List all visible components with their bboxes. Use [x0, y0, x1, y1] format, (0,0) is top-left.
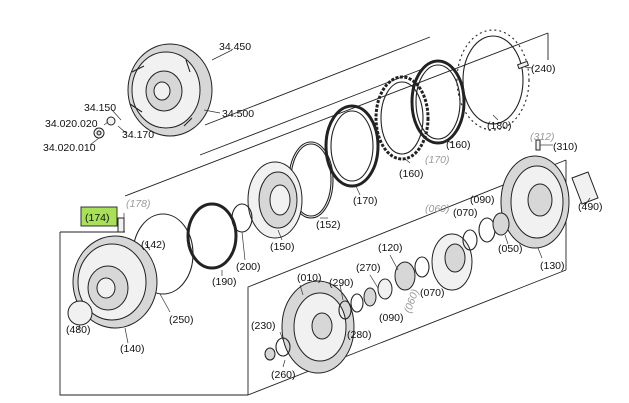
label-490[interactable]: (490)	[578, 201, 603, 213]
label-34-500[interactable]: 34.500	[222, 108, 254, 120]
leader-lines	[77, 49, 591, 368]
label-070-a[interactable]: (070)	[453, 207, 478, 219]
label-260[interactable]: (260)	[271, 369, 296, 381]
label-140[interactable]: (140)	[120, 343, 145, 355]
label-280[interactable]: (280)	[347, 329, 372, 341]
label-270[interactable]: (270)	[356, 262, 381, 274]
label-142[interactable]: (142)	[141, 239, 166, 251]
label-090-b[interactable]: (090)	[379, 312, 404, 324]
label-160-b[interactable]: (160)	[399, 168, 424, 180]
label-010[interactable]: (010)	[297, 272, 322, 284]
label-200[interactable]: (200)	[236, 261, 261, 273]
label-152[interactable]: (152)	[316, 219, 341, 231]
label-34-020-020[interactable]: 34.020.020	[45, 118, 98, 130]
converter-housing-top	[93, 43, 213, 139]
label-250[interactable]: (250)	[169, 314, 194, 326]
label-180[interactable]: (180)	[487, 120, 512, 132]
label-160-a[interactable]: (160)	[446, 139, 471, 151]
label-34-020-010[interactable]: 34.020.010	[43, 142, 96, 154]
label-170-b[interactable]: (170)	[353, 195, 378, 207]
label-170-a[interactable]: (170)	[425, 154, 450, 166]
label-240[interactable]: (240)	[531, 63, 556, 75]
label-312[interactable]: (312)	[530, 131, 555, 143]
label-178[interactable]: (178)	[126, 198, 151, 210]
label-130[interactable]: (130)	[540, 260, 565, 272]
label-290[interactable]: (290)	[329, 277, 354, 289]
clutch-disc-stack	[132, 29, 530, 295]
label-060-a[interactable]: (060)	[425, 203, 450, 215]
label-310[interactable]: (310)	[553, 141, 578, 153]
label-150[interactable]: (150)	[270, 241, 295, 253]
label-230[interactable]: (230)	[251, 320, 276, 332]
turbine-stator-parts	[264, 139, 599, 374]
label-060-b[interactable]: (060)	[402, 288, 422, 315]
label-070-b[interactable]: (070)	[420, 287, 445, 299]
label-34-150[interactable]: 34.150	[84, 102, 116, 114]
label-480[interactable]: (480)	[66, 324, 91, 336]
label-174[interactable]: (174)	[85, 212, 110, 224]
label-050[interactable]: (050)	[498, 243, 523, 255]
highlight-box-174	[80, 206, 118, 227]
label-190[interactable]: (190)	[212, 276, 237, 288]
label-120[interactable]: (120)	[378, 242, 403, 254]
converter-housing-bottom	[67, 217, 158, 329]
label-34-170[interactable]: 34.170	[122, 129, 154, 141]
callout-labels: 34.450 34.500 34.150 34.020.020 34.170 3…	[43, 41, 603, 381]
label-090-a[interactable]: (090)	[470, 194, 495, 206]
label-34-450[interactable]: 34.450	[219, 41, 251, 53]
